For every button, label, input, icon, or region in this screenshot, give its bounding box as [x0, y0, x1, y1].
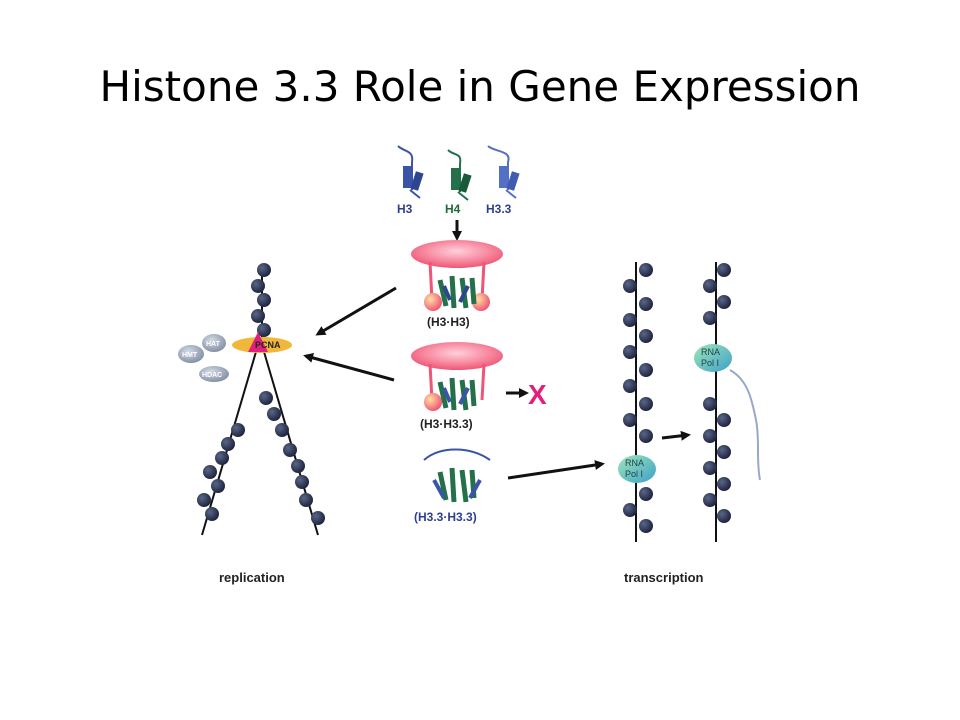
label-h33-h33: (H3.3·H3.3) [414, 510, 477, 524]
label-h4: H4 [445, 202, 461, 216]
enzyme-hdac: HDAC [199, 366, 229, 382]
label-rna-upper-2: Pol I [701, 358, 719, 368]
label-h3-h33: (H3·H3.3) [420, 417, 473, 431]
label-transcription: transcription [624, 570, 704, 585]
complex-h3-h33 [411, 342, 503, 411]
pcna-marker-icon [248, 332, 268, 352]
enzyme-hat: HAT [202, 334, 226, 352]
label-replication: replication [219, 570, 285, 585]
complex-h33-h33 [423, 448, 491, 503]
rna-pol-lower: RNA Pol I [618, 455, 656, 483]
arrow-transcription-progress [661, 430, 691, 441]
histone-h33-icon [487, 145, 520, 199]
arrow-h3h33-to-replication [303, 353, 395, 382]
label-pcna: PCNA [255, 340, 281, 350]
label-rna-upper-1: RNA [701, 347, 720, 357]
rna-transcript [729, 369, 761, 481]
label-rna-lower-2: Pol I [625, 469, 643, 479]
label-hmt: HMT [182, 352, 198, 359]
label-h3: H3 [397, 202, 413, 216]
chromatin-strand-after [703, 262, 761, 542]
rna-pol-upper: RNA Pol I [694, 344, 732, 372]
slide-title: Histone 3.3 Role in Gene Expression [99, 62, 861, 111]
histone-h3-icon [397, 145, 424, 199]
arrow-h3h3-to-replication [315, 286, 397, 336]
label-h3-h3: (H3·H3) [427, 315, 470, 329]
enzyme-hmt: HMT [178, 345, 204, 363]
complex-h3-h3 [411, 240, 503, 311]
label-hdac: HDAC [202, 372, 222, 379]
label-h33: H3.3 [486, 202, 512, 216]
replication-fork [197, 263, 325, 536]
histone-h4-icon [447, 149, 472, 201]
arrow-h33h33-to-transcription [507, 460, 605, 480]
blocked-x-icon: X [528, 379, 547, 410]
label-hat: HAT [206, 341, 221, 348]
label-rna-lower-1: RNA [625, 458, 644, 468]
chromatin-strand-before [623, 262, 653, 542]
